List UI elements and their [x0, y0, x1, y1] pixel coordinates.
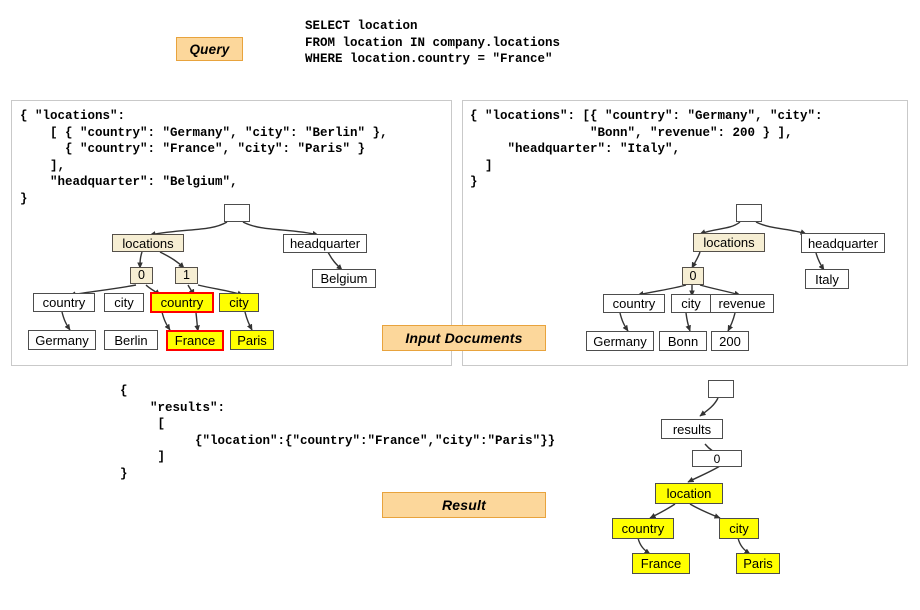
left-document-code: { "locations": [ { "country": "Germany",… [20, 109, 388, 206]
result-tree-node-index-0: 0 [692, 450, 742, 467]
result-tree-node-results: results [661, 419, 723, 439]
left-tree-node-germany: Germany [28, 330, 96, 350]
right-document-code: { "locations": [{ "country": "Germany", … [470, 109, 823, 189]
right-tree-node-root [736, 204, 762, 222]
left-tree-node-country-0: country [33, 293, 95, 312]
result-tree-node-location: location [655, 483, 723, 504]
result-code: { "results": [ {"location":{"country":"F… [120, 384, 556, 481]
left-tree-node-city-1: city [219, 293, 259, 312]
query-code: SELECT location FROM location IN company… [305, 19, 561, 66]
result-tree-node-france: France [632, 553, 690, 574]
right-tree-node-bonn: Bonn [659, 331, 707, 351]
right-tree-node-headquarter: headquarter [801, 233, 885, 253]
left-tree-node-paris: Paris [230, 330, 274, 350]
result-badge: Result [382, 492, 546, 518]
left-tree-node-headquarter: headquarter [283, 234, 367, 253]
right-tree-node-city: city [671, 294, 711, 313]
result-tree-node-root [708, 380, 734, 398]
left-tree-node-index-1: 1 [175, 267, 198, 284]
left-tree-node-country-1: country [150, 292, 214, 313]
left-tree-node-index-0: 0 [130, 267, 153, 284]
right-tree-node-country: country [603, 294, 665, 313]
left-tree-node-berlin: Berlin [104, 330, 158, 350]
left-tree-node-france: France [166, 330, 224, 351]
result-tree-node-paris: Paris [736, 553, 780, 574]
left-tree-node-belgium: Belgium [312, 269, 376, 288]
query-badge: Query [176, 37, 243, 61]
right-tree-node-200: 200 [711, 331, 749, 351]
left-tree-node-root [224, 204, 250, 222]
right-tree-node-germany: Germany [586, 331, 654, 351]
left-tree-node-locations: locations [112, 234, 184, 252]
right-tree-node-index-0: 0 [682, 267, 704, 285]
input-documents-badge: Input Documents [382, 325, 546, 351]
right-tree-node-italy: Italy [805, 269, 849, 289]
result-tree-node-country: country [612, 518, 674, 539]
right-tree-node-locations: locations [693, 233, 765, 252]
left-tree-node-city-0: city [104, 293, 144, 312]
right-tree-node-revenue: revenue [710, 294, 774, 313]
result-tree-node-city: city [719, 518, 759, 539]
left-document-panel [11, 100, 452, 366]
